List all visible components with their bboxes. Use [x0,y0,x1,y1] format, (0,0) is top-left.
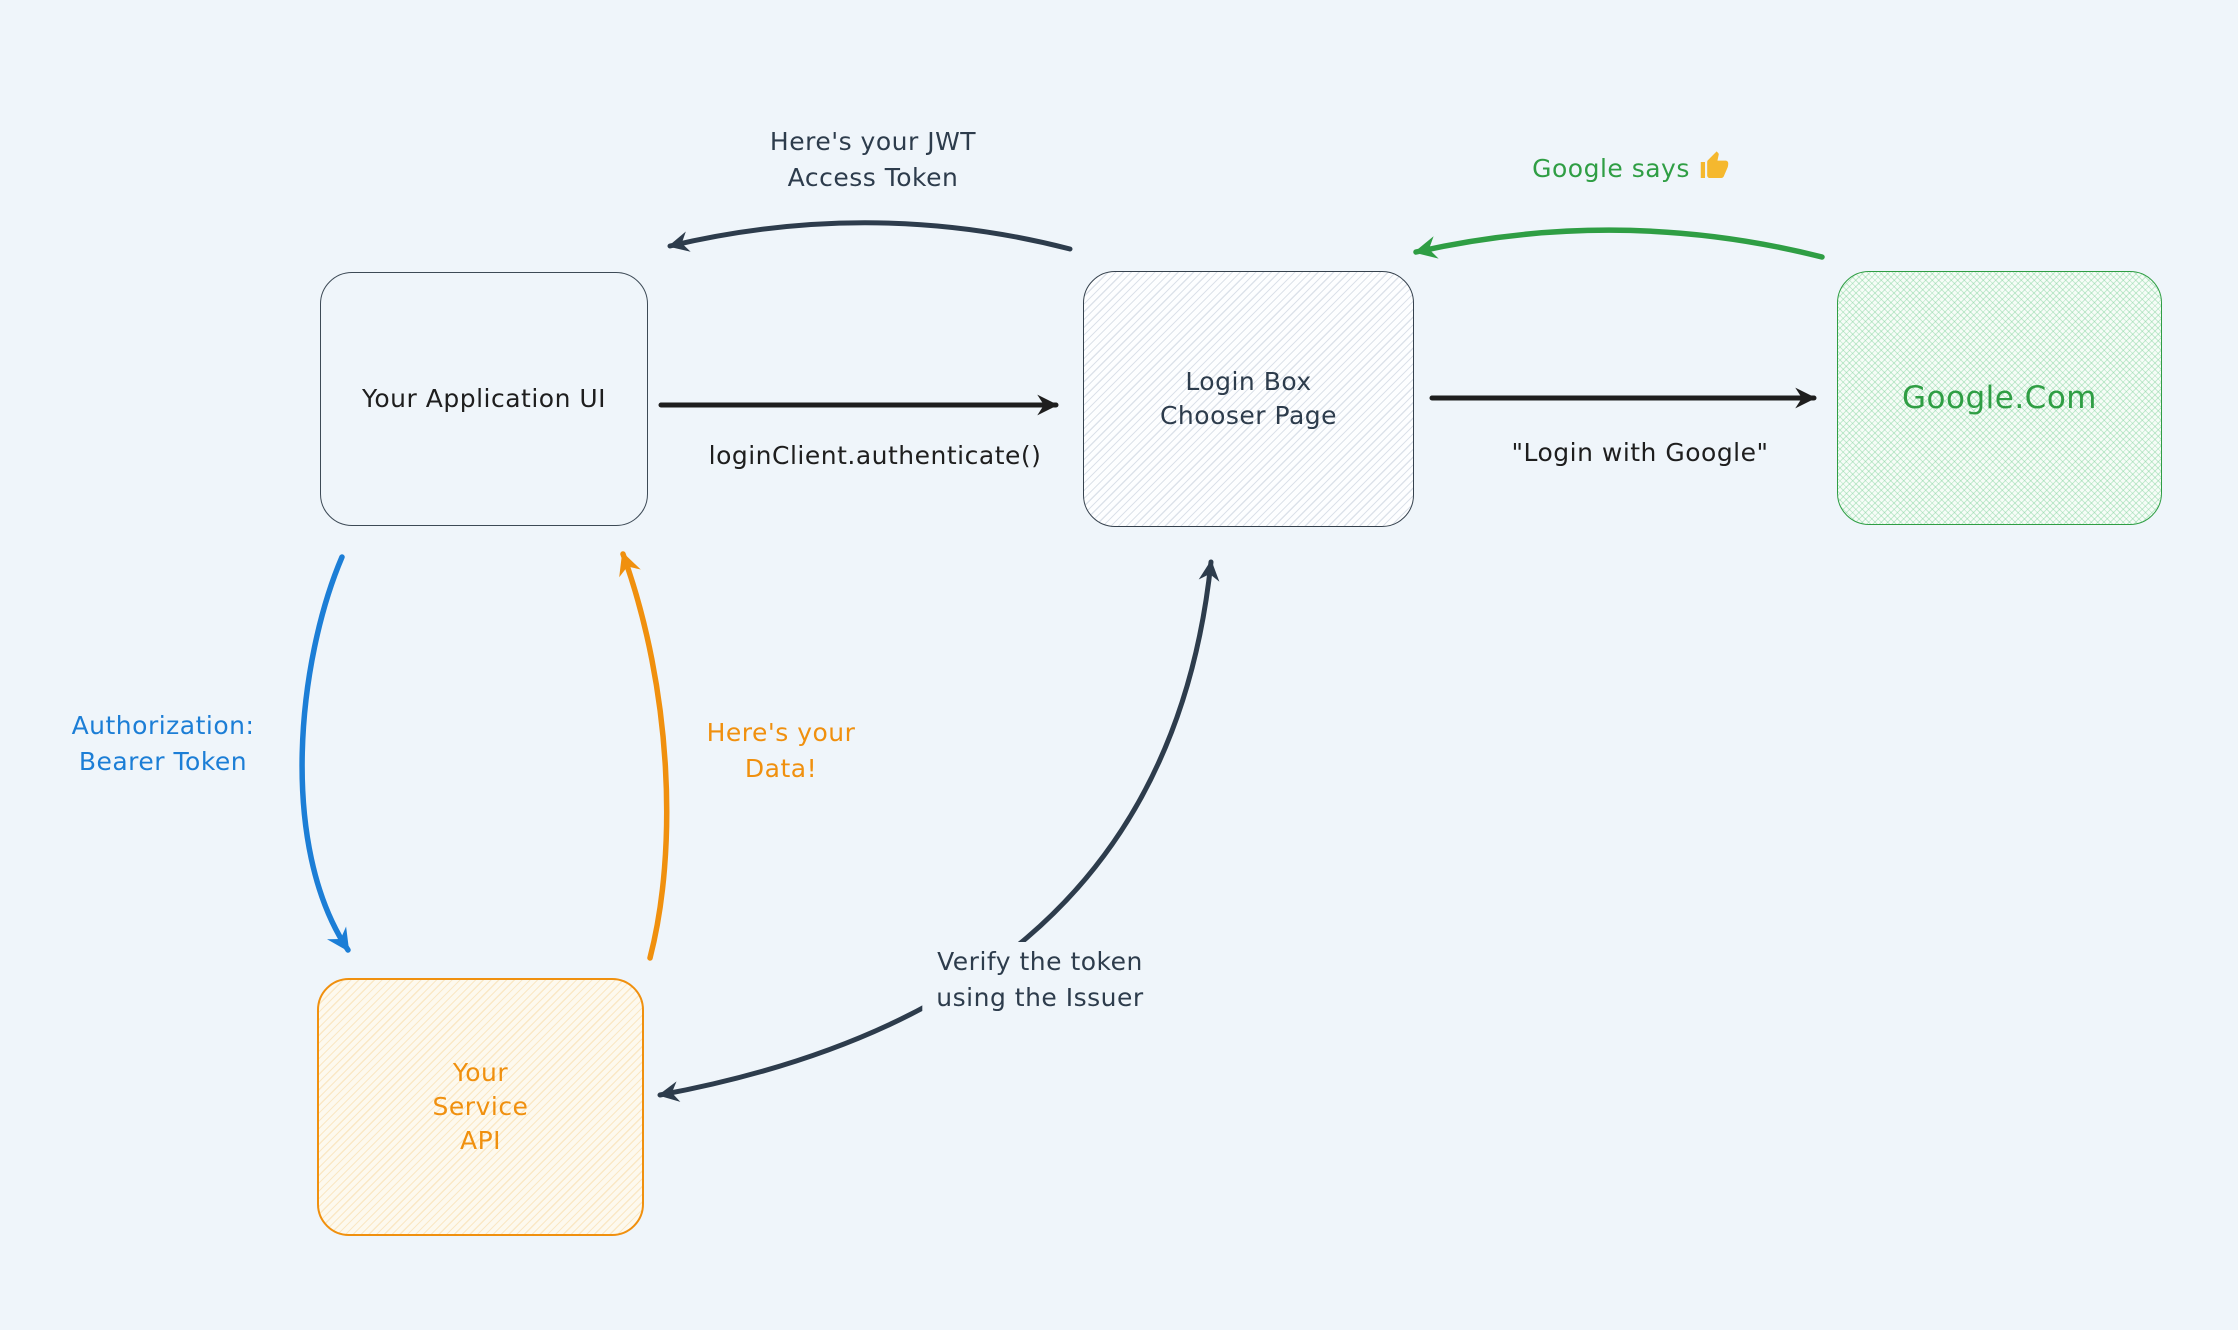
node-your-application-ui: Your Application UI [320,272,648,526]
authorization-label-line1: Authorization: [71,711,255,740]
authenticate-label: loginClient.authenticate() [708,441,1042,470]
your-data-label-line2: Data! [744,754,818,783]
node-google-com-label: Google.Com [1902,380,2097,416]
node-your-service-api: Your Service API [317,978,644,1236]
jwt-token-label-line1: Here's your JWT [769,127,977,156]
node-service-api-label-line1: Your [452,1058,509,1087]
node-login-box-label-line2: Chooser Page [1159,401,1338,430]
authorization-bearer-label: Authorization: Bearer Token [72,708,255,780]
verify-label-line1: Verify the token [937,947,1143,976]
thumbs-up-icon [1698,150,1730,192]
node-service-api-label-line3: API [459,1126,502,1155]
heres-your-data-label: Here's your Data! [707,715,856,787]
authorization-label-line2: Bearer Token [78,747,248,776]
node-service-api-label-line2: Service [432,1092,529,1121]
google-says-label: Google says [1532,150,1730,192]
google-says-arrow [1413,227,1825,260]
heres-your-data-arrow [619,551,670,961]
jwt-token-arrow [667,220,1073,252]
verify-token-label: Verify the token using the Issuer [922,942,1158,1018]
jwt-token-label-line2: Access Token [787,163,959,192]
verify-label-line2: using the Issuer [936,983,1144,1012]
verify-token-arrow [657,559,1220,1102]
google-says-label-text: Google says [1532,154,1690,183]
node-login-box-chooser-page: Login Box Chooser Page [1083,271,1414,527]
node-login-box-label-line1: Login Box [1185,367,1312,396]
node-your-application-ui-label: Your Application UI [361,384,607,413]
your-data-label-line1: Here's your [706,718,856,747]
jwt-token-label: Here's your JWT Access Token [770,124,976,196]
login-with-google-label: "Login with Google" [1511,438,1769,467]
authorization-bearer-arrow [299,554,351,953]
node-google-com: Google.Com [1837,271,2162,525]
